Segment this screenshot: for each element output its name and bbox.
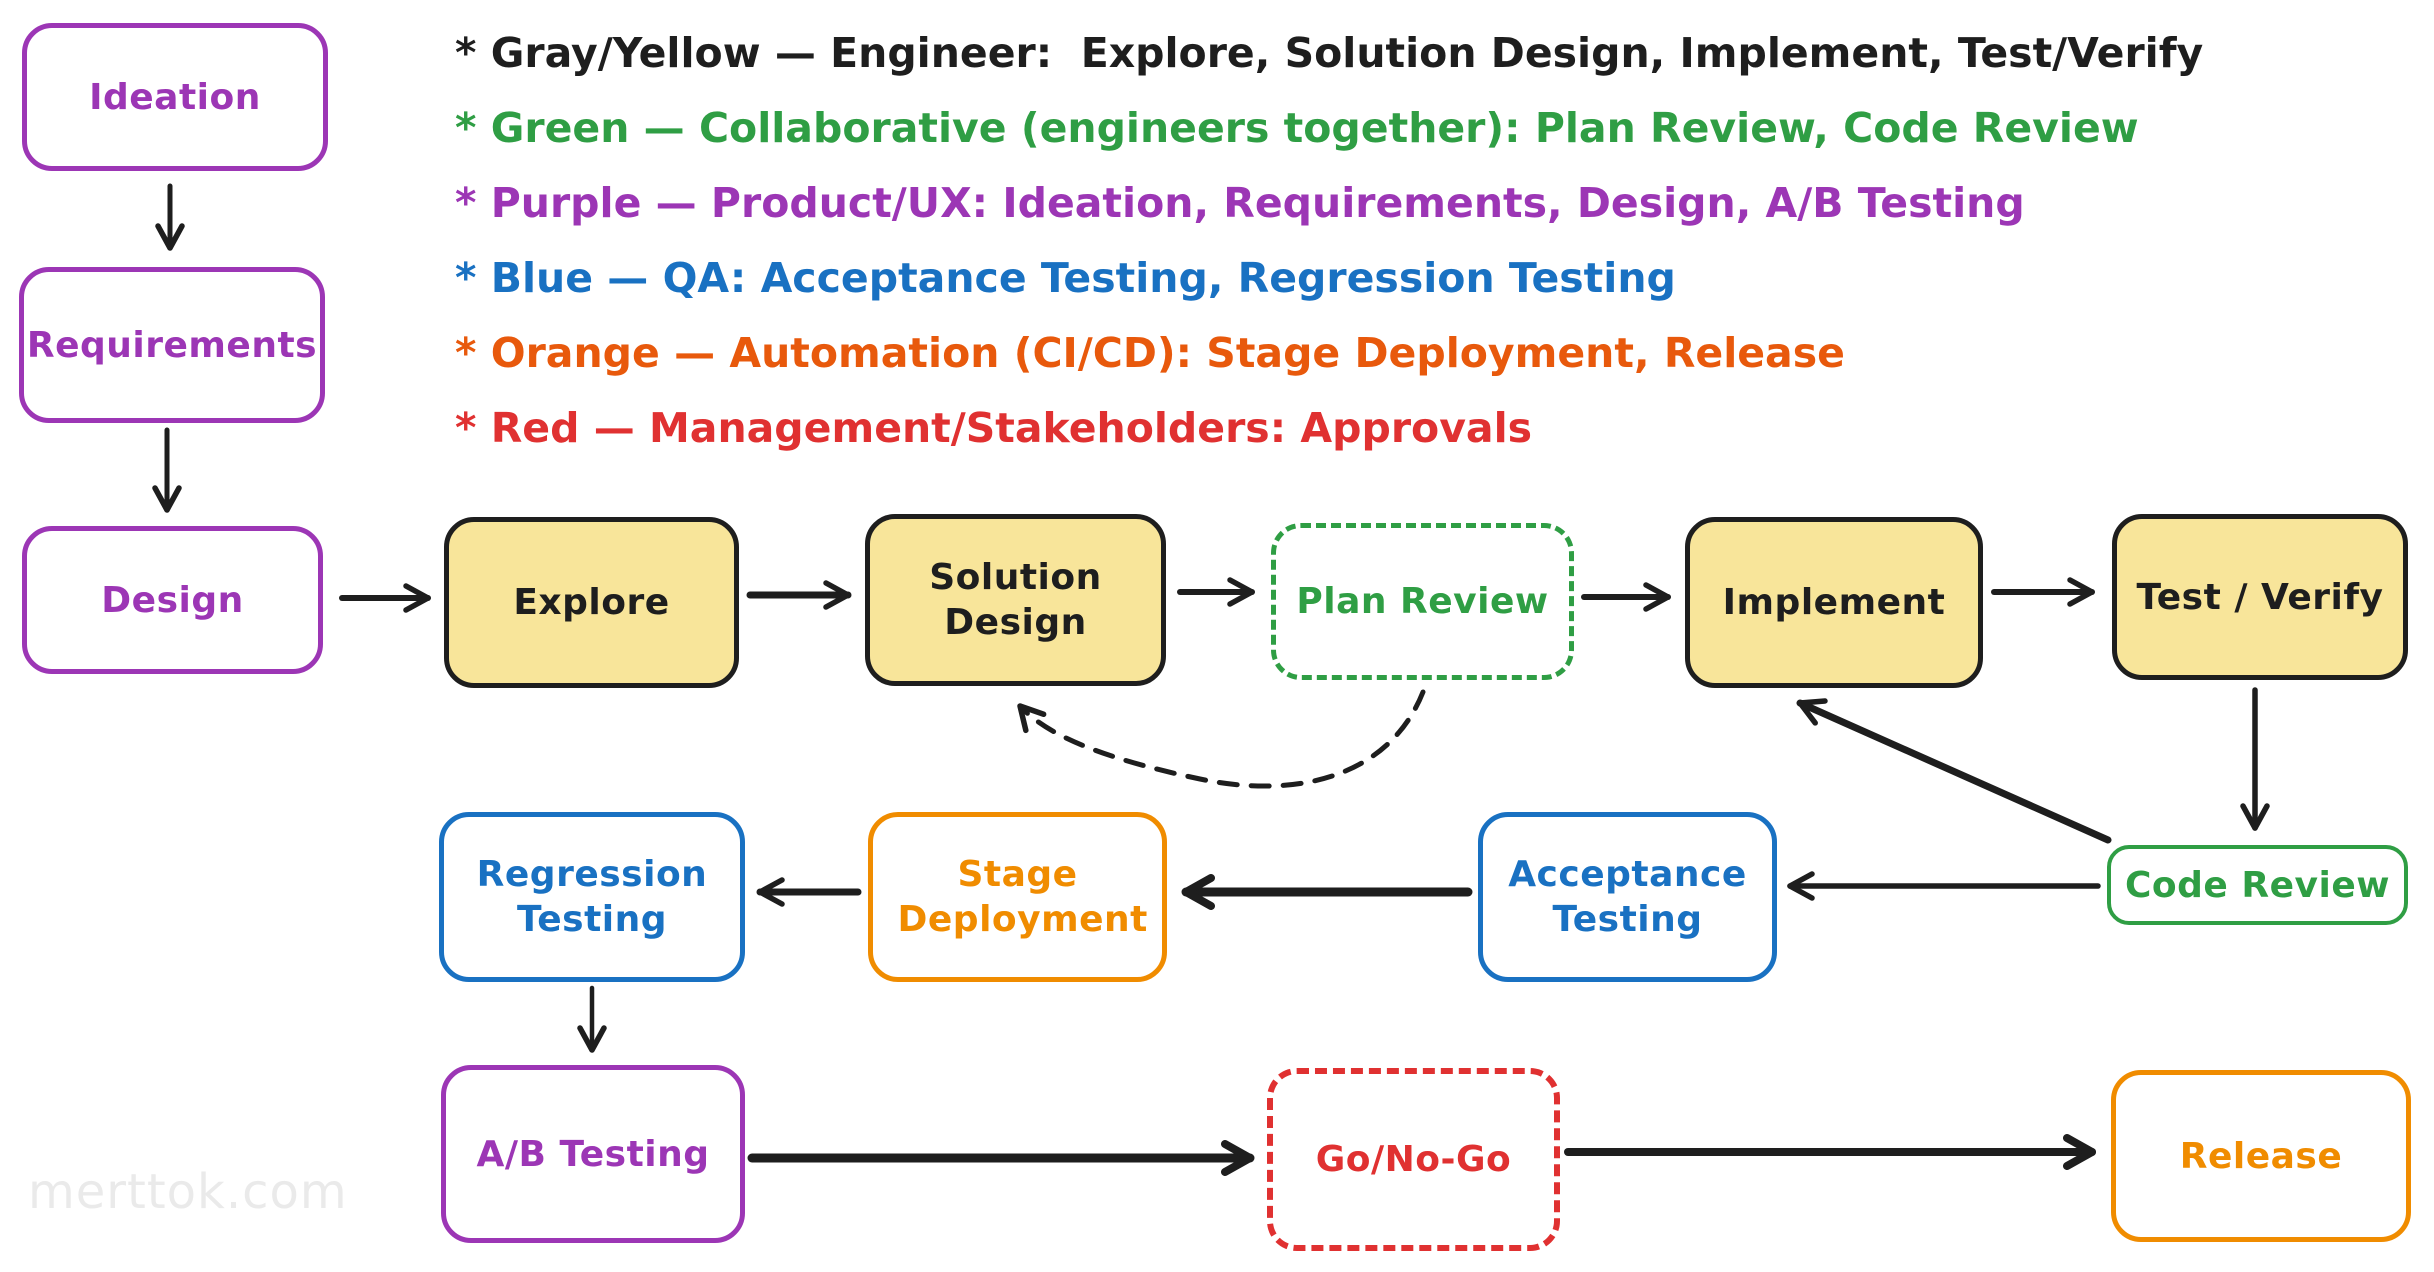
node-explore: Explore	[444, 517, 739, 688]
node-go-no-go: Go/No-Go	[1267, 1068, 1560, 1251]
node-stage-deployment: Stage Deployment	[868, 812, 1167, 982]
legend-line-engineer: * Gray/Yellow — Engineer: Explore, Solut…	[455, 29, 2204, 77]
node-regression-testing: Regression Testing	[439, 812, 745, 982]
node-stage-deployment-label: Stage Deployment	[897, 854, 1148, 940]
node-code-review-label: Code Review	[2125, 864, 2390, 906]
node-implement-label: Implement	[1722, 582, 1946, 623]
node-explore-label: Explore	[513, 582, 670, 623]
node-acceptance-testing-label: Acceptance Testing	[1508, 854, 1747, 940]
node-design: Design	[22, 526, 323, 674]
node-ab-testing-label: A/B Testing	[476, 1133, 710, 1175]
node-implement: Implement	[1685, 517, 1983, 688]
node-test-verify-label: Test / Verify	[2136, 576, 2384, 618]
node-acceptance-testing: Acceptance Testing	[1478, 812, 1777, 982]
legend-line-qa: * Blue — QA: Acceptance Testing, Regress…	[455, 254, 1676, 302]
node-ideation-label: Ideation	[89, 76, 261, 118]
node-release-label: Release	[2179, 1135, 2343, 1177]
node-test-verify: Test / Verify	[2112, 514, 2408, 680]
watermark: merttok.com	[28, 1164, 348, 1220]
node-plan-review: Plan Review	[1271, 523, 1574, 680]
node-plan-review-label: Plan Review	[1296, 581, 1549, 622]
legend-line-management: * Red — Management/Stakeholders: Approva…	[455, 404, 1533, 452]
legend-line-collaborative: * Green — Collaborative (engineers toget…	[455, 104, 2139, 152]
legend-line-automation: * Orange — Automation (CI/CD): Stage Dep…	[455, 329, 1845, 377]
node-ab-testing: A/B Testing	[441, 1065, 745, 1243]
node-solution-design-label: Solution Design	[929, 557, 1102, 643]
node-code-review: Code Review	[2107, 845, 2408, 925]
node-release: Release	[2111, 1070, 2411, 1242]
edge-plan-review-solution-design-feedback	[1017, 689, 1426, 789]
legend: * Gray/Yellow — Engineer: Explore, Solut…	[455, 16, 2203, 466]
node-requirements-label: Requirements	[26, 324, 318, 366]
node-regression-testing-label: Regression Testing	[476, 854, 708, 940]
node-ideation: Ideation	[22, 23, 328, 171]
legend-line-product-ux: * Purple — Product/UX: Ideation, Require…	[455, 179, 2025, 227]
edge-code-review-implement	[1796, 698, 2112, 844]
node-requirements: Requirements	[19, 267, 325, 423]
node-go-no-go-label: Go/No-Go	[1315, 1139, 1512, 1180]
node-design-label: Design	[101, 579, 244, 621]
node-solution-design: Solution Design	[865, 514, 1166, 686]
